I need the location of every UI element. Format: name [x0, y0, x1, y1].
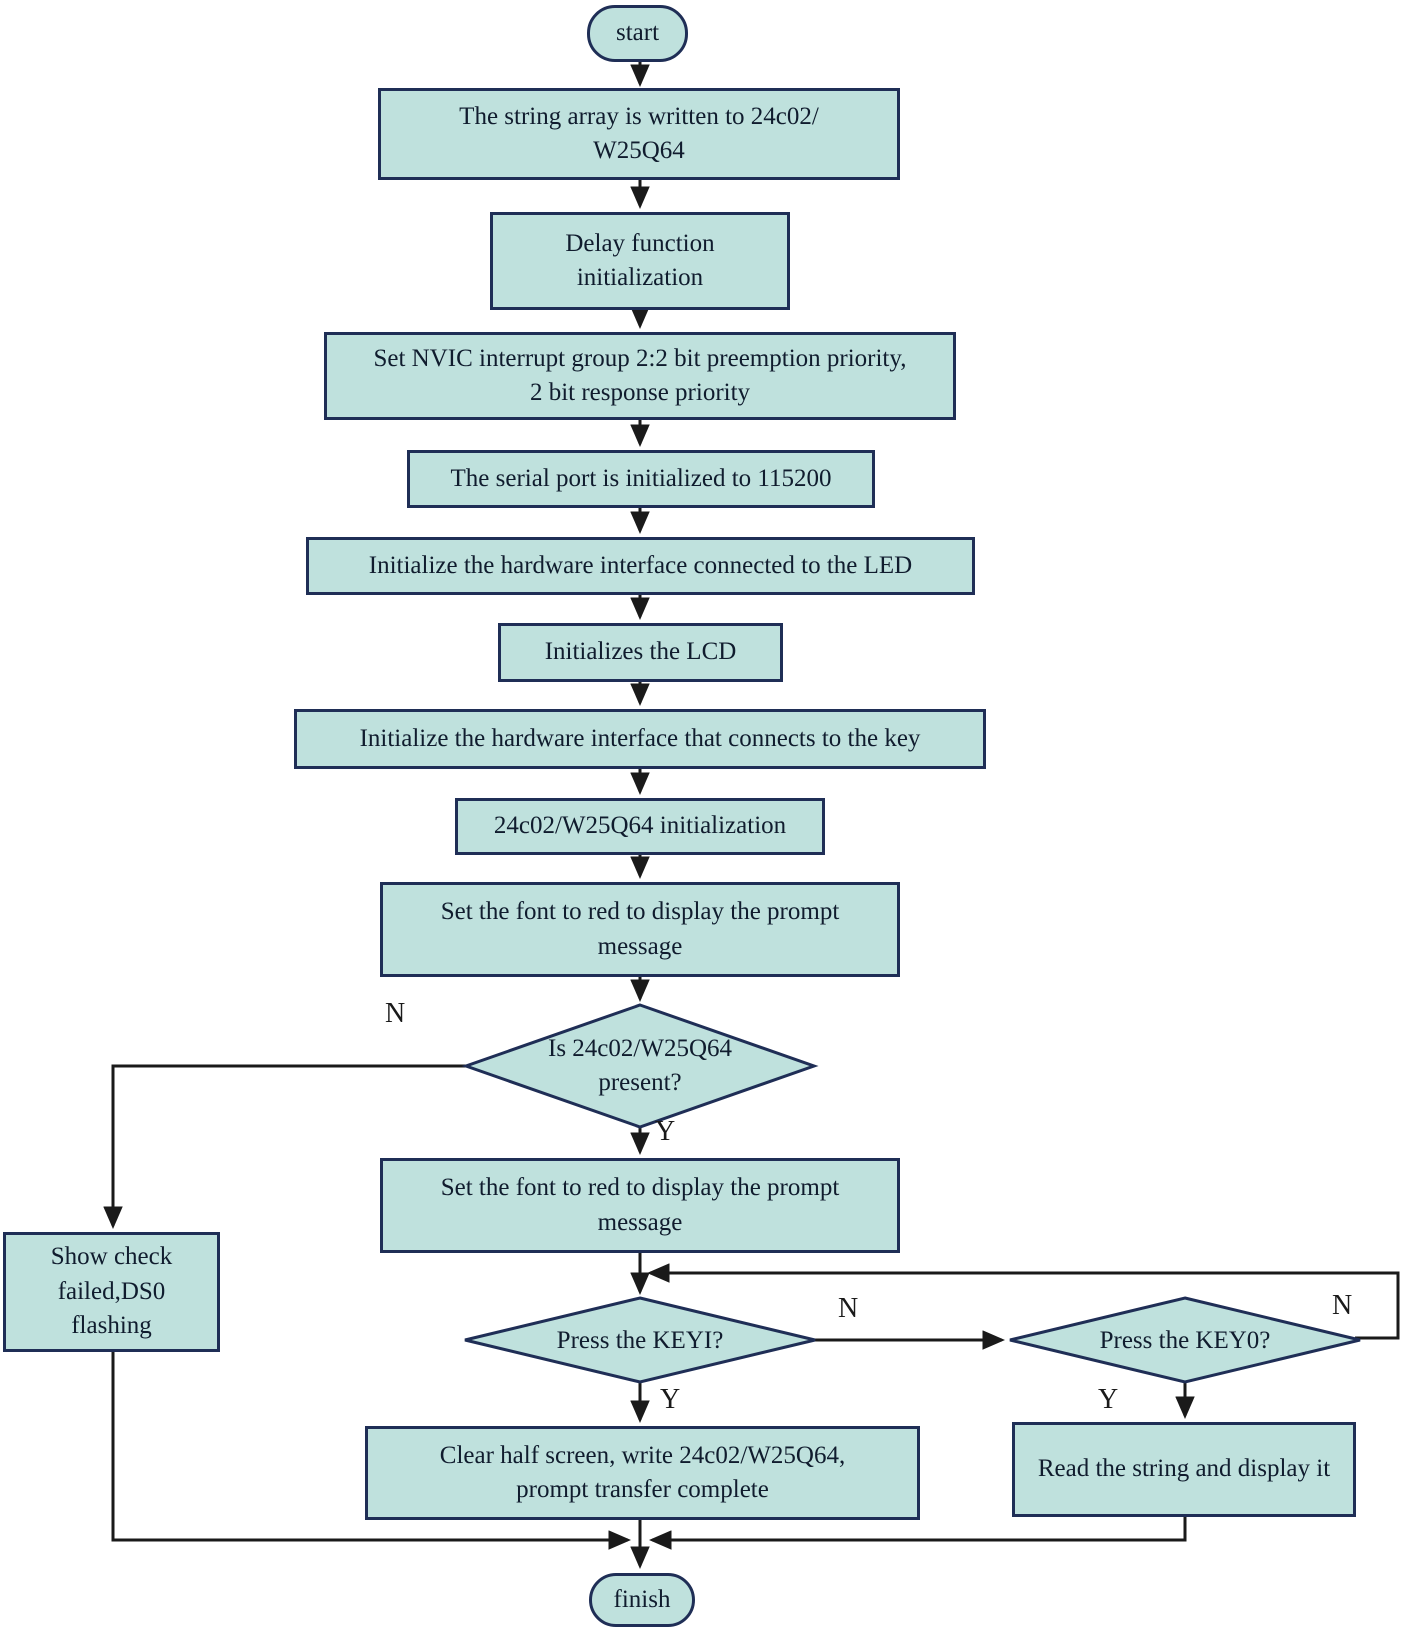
decision-present-shape: [461, 1003, 819, 1129]
process-lcd-init: Initializes the LCD: [498, 623, 783, 682]
edge-label-key0-yes: Y: [1098, 1384, 1119, 1415]
edge-label-key0-no: N: [1332, 1290, 1353, 1321]
process-eeprom-init: 24c02/W25Q64 initialization: [455, 798, 825, 855]
process-font-red-1: Set the font to red to display the promp…: [380, 882, 900, 977]
edge-label-present-yes: Y: [655, 1116, 676, 1147]
process-clear-half-screen: Clear half screen, write 24c02/W25Q64, p…: [365, 1426, 920, 1520]
process-write-string: The string array is written to 24c02/ W2…: [378, 88, 900, 180]
process-delay-init: Delay function initialization: [490, 212, 790, 310]
decision-key1-shape: [464, 1296, 816, 1384]
process-show-check-failed: Show check failed,DS0 flashing: [3, 1232, 220, 1352]
edge-present-no-to-showcheck: [103, 1064, 466, 1229]
process-key-init: Initialize the hardware interface that c…: [294, 709, 986, 769]
edge-read-to-finish: [649, 1517, 1187, 1550]
process-font-red-2: Set the font to red to display the promp…: [380, 1158, 900, 1253]
edge-label-present-no: N: [385, 998, 406, 1029]
decision-key0-shape: [1009, 1296, 1361, 1384]
process-serial-init: The serial port is initialized to 115200: [407, 450, 875, 508]
edge-label-key1-yes: Y: [660, 1384, 681, 1415]
process-read-string: Read the string and display it: [1012, 1422, 1356, 1517]
edge-label-key1-no: N: [838, 1293, 859, 1324]
process-nvic-setup: Set NVIC interrupt group 2:2 bit preempt…: [324, 332, 956, 420]
edge-showcheck-to-finish: [111, 1352, 631, 1550]
terminator-start: start: [587, 5, 688, 62]
process-led-init: Initialize the hardware interface connec…: [306, 537, 975, 595]
edge-key0-no-loopback: [647, 1263, 1400, 1340]
terminator-finish: finish: [589, 1573, 695, 1627]
